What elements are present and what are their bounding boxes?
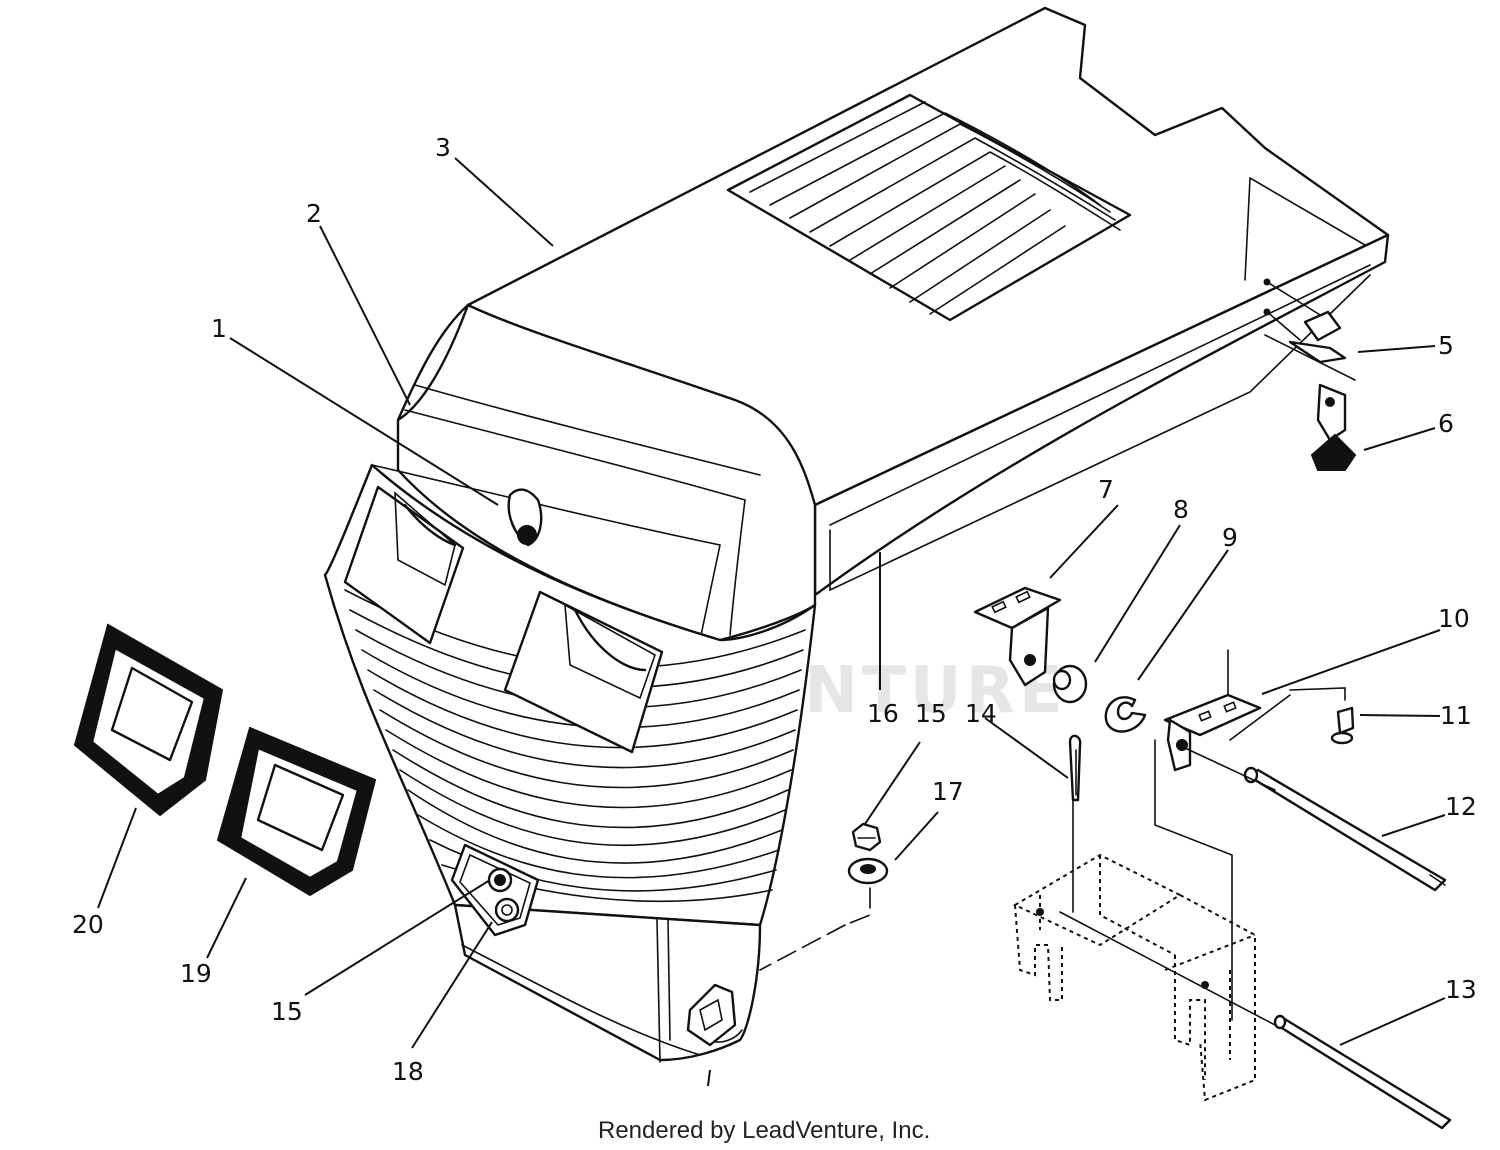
callout-6: 6 [1438,409,1454,438]
callout-2: 2 [306,199,322,228]
cotter-pin-part-14 [1068,734,1082,802]
callout-10: 10 [1438,604,1470,633]
callout-13: 13 [1445,975,1477,1004]
callout-20: 20 [72,910,104,939]
bracket-part-10 [1163,649,1291,772]
callout-15-upper: 15 [915,699,947,728]
hood-vent-louvers [726,93,1132,322]
callout-1: 1 [211,314,227,343]
leader-lines [97,157,1446,1087]
callout-5: 5 [1438,331,1454,360]
footer-credit: Rendered by LeadVenture, Inc. [598,1117,930,1144]
callout-3: 3 [435,133,451,162]
callout-18: 18 [392,1057,424,1086]
callout-19: 19 [180,959,212,988]
bolt-part-11 [1330,706,1355,745]
hood-emblem [507,488,543,547]
pivot-rod-part-12 [1243,766,1447,892]
callout-labels: 1 2 3 5 6 7 8 9 10 11 12 13 14 15 16 17 … [72,133,1477,1086]
latch-part-6 [1264,334,1357,471]
headlight-lens-19 [216,726,377,897]
callout-17: 17 [932,777,964,806]
callout-12: 12 [1445,792,1477,821]
callout-15-lower: 15 [271,997,303,1026]
nut-part-15 [851,822,882,852]
hood-assembly [323,6,1390,1063]
grille-slats [344,589,806,903]
callout-7: 7 [1098,475,1114,504]
hood-lower-bumper [453,903,762,1062]
pin-part-5 [1263,278,1347,364]
rod-part-13 [1273,1014,1452,1130]
headlight-lens-20 [73,623,224,817]
callout-8: 8 [1173,495,1189,524]
bracket-part-7 [973,586,1062,687]
washer-part-17 [847,857,889,885]
callout-9: 9 [1222,523,1238,552]
mounting-bracket-dashed [1012,853,1256,1102]
callout-16: 16 [867,699,899,728]
callout-14: 14 [965,699,997,728]
callout-11: 11 [1440,701,1472,730]
hood-latch-bracket [686,983,737,1047]
bushing-part-8 [1052,664,1088,704]
e-clip-part-9 [1104,696,1147,733]
front-mount-plate [450,843,540,937]
